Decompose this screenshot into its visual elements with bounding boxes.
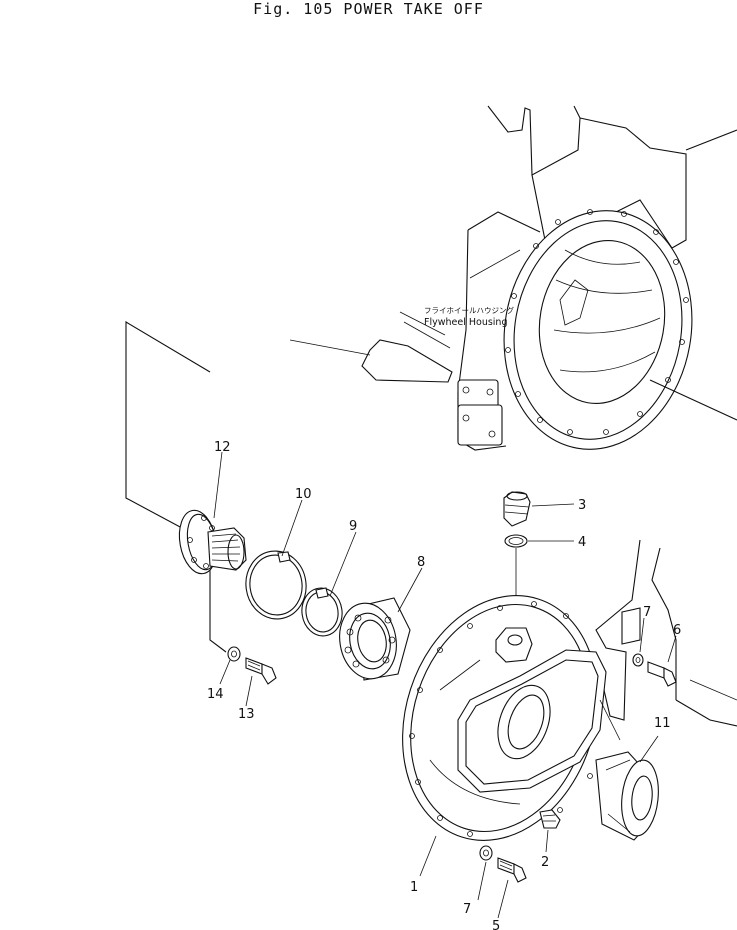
callout-1: 1 <box>410 880 418 895</box>
callout-7-upper: 7 <box>643 605 651 620</box>
callout-14: 14 <box>207 687 224 702</box>
callout-10: 9 <box>349 519 357 534</box>
shaft-guide-line <box>209 555 227 653</box>
callout-5: 5 <box>492 919 500 930</box>
part-3-breather <box>503 491 531 527</box>
callout-9: 8 <box>417 555 425 570</box>
part-8-sleeve <box>595 751 659 841</box>
callout-4: 4 <box>578 535 586 550</box>
part-5-bolt <box>497 857 527 883</box>
figure-title: Fig. 105 POWER TAKE OFF <box>253 0 484 18</box>
part-1-pto-case <box>402 595 621 841</box>
callout-3: 3 <box>578 498 586 513</box>
part-11-snap-ring <box>245 550 307 620</box>
part-2-plug <box>539 809 561 829</box>
callout-12: 12 <box>214 440 231 455</box>
callout-8: 11 <box>654 716 671 731</box>
housing-label-english: Flywheel Housing <box>424 317 507 328</box>
part-12-flanged-shaft <box>178 509 247 575</box>
flywheel-housing <box>289 105 737 451</box>
callout-11: 10 <box>295 487 312 502</box>
part-7-washer-upper <box>632 653 644 667</box>
callout-2: 2 <box>541 855 549 870</box>
callout-6: 6 <box>673 623 681 638</box>
part-4-o-ring <box>504 534 528 548</box>
part-9-bearing <box>339 597 411 681</box>
right-bracket <box>595 539 737 727</box>
callout-13: 13 <box>238 707 255 722</box>
part-13-bolt <box>245 657 277 685</box>
part-14-washer <box>227 646 241 662</box>
part-6-bolt <box>647 661 677 687</box>
part-7-washer-lower <box>479 845 493 861</box>
alignment-bracket <box>125 321 211 529</box>
housing-label-japanese: フライホイールハウジング <box>424 305 514 315</box>
callout-7-lower: 7 <box>463 902 471 917</box>
leader-lines <box>213 451 677 919</box>
part-10-snap-ring <box>301 587 343 637</box>
